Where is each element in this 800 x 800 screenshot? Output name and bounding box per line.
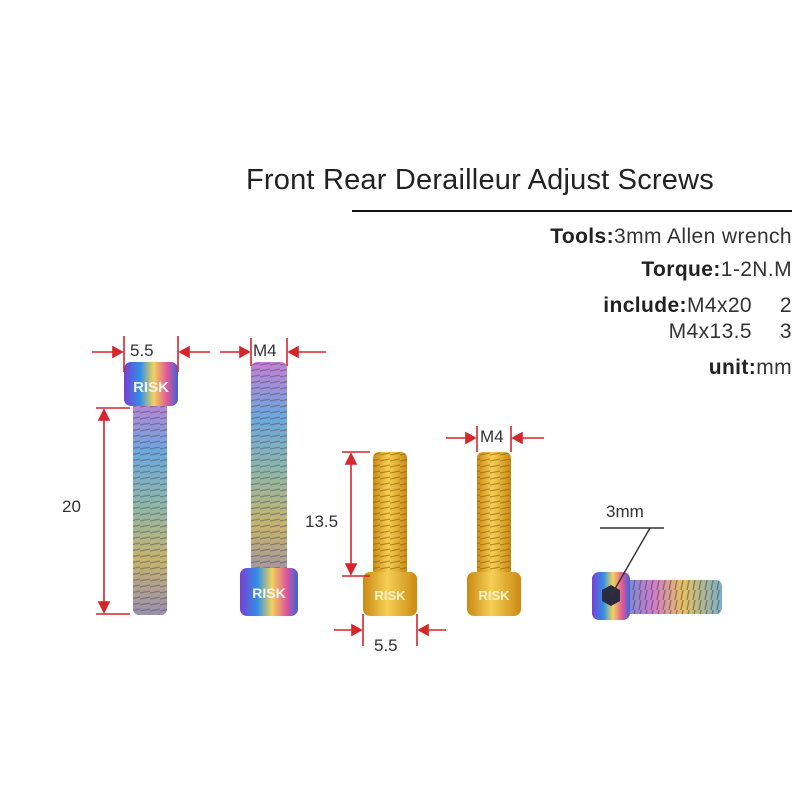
brand-mark: RISK: [478, 588, 510, 603]
spec-include-1: include:M4x20 2: [603, 294, 792, 318]
tools-value: 3mm Allen wrench: [614, 225, 792, 248]
brand-mark: RISK: [133, 379, 169, 396]
screw-rainbow-m4x20-head-down: RISK: [240, 362, 298, 616]
screw-rainbow-m4x20-head-up: RISK: [124, 362, 178, 615]
include-label: include:: [603, 294, 687, 317]
unit-value: mm: [756, 356, 792, 379]
dim-length-short: 13.5: [305, 512, 339, 531]
hex-socket-icon: [602, 585, 620, 606]
torque-value: 1-2N.M: [720, 258, 792, 281]
spec-tools: Tools:3mm Allen wrench: [550, 225, 792, 249]
include-size: M4x20: [686, 294, 752, 317]
torque-label: Torque:: [641, 258, 721, 281]
dim-thread-long: M4: [253, 341, 277, 360]
include-qty: 2: [779, 294, 792, 317]
dim-head-width-short: 5.5: [374, 636, 398, 655]
dim-length-long: 20: [62, 497, 81, 516]
dim-head-width-long: 5.5: [130, 341, 154, 360]
include-qty: 3: [779, 320, 792, 343]
allen-leader-line: [611, 527, 651, 595]
screw-rainbow-horizontal: [592, 572, 722, 620]
product-title: Front Rear Derailleur Adjust Screws: [246, 164, 714, 196]
include-size: M4x13.5: [668, 320, 752, 343]
unit-label: unit:: [708, 356, 757, 379]
screw-gold-m4x13-5-b: RISK: [467, 452, 521, 616]
spec-include-2: M4x13.5 3: [669, 320, 792, 344]
dim-thread-short: M4: [480, 427, 504, 446]
brand-mark: RISK: [374, 588, 406, 603]
brand-mark: RISK: [252, 585, 285, 601]
tools-label: Tools:: [550, 225, 615, 248]
spec-unit: unit:mm: [709, 356, 792, 380]
title-divider: [352, 210, 792, 212]
spec-torque: Torque:1-2N.M: [641, 258, 792, 282]
dim-allen-size: 3mm: [606, 502, 644, 521]
dimension-lines: [92, 336, 544, 646]
screw-gold-m4x13-5-a: RISK: [363, 452, 417, 616]
